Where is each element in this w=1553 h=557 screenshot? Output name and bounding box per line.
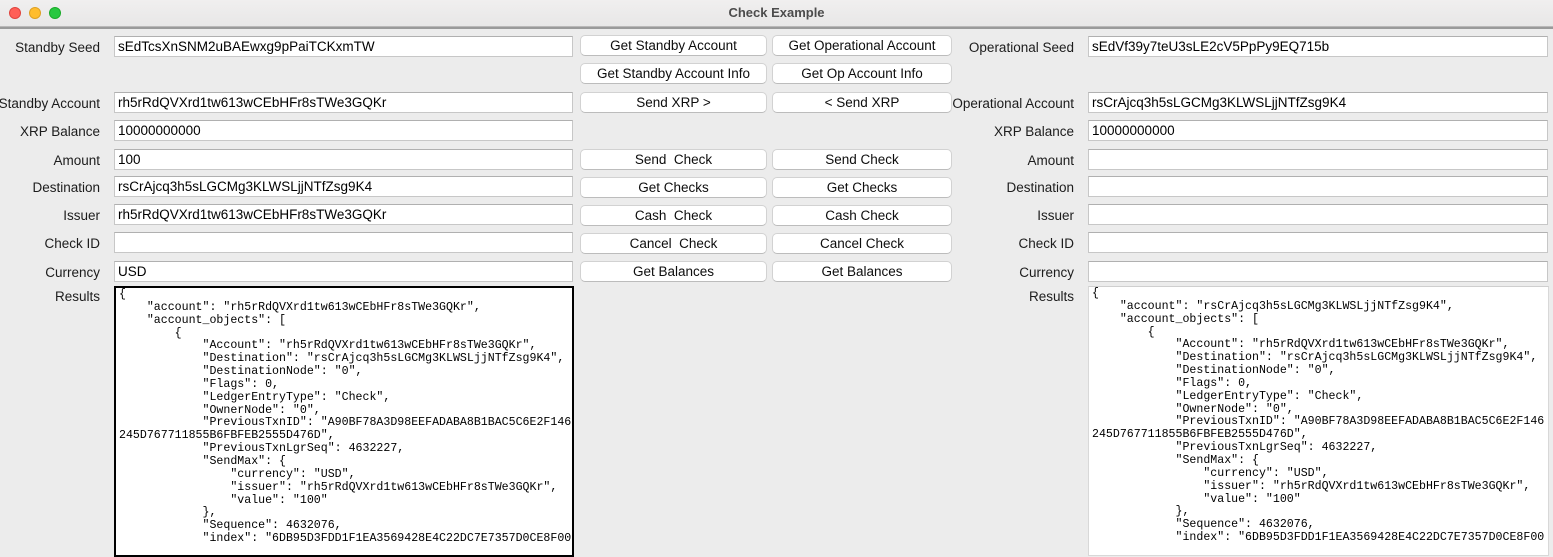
get-standby-account-button[interactable]: Get Standby Account [580,35,767,56]
operational-cash-check-button[interactable]: Cash Check [772,205,952,226]
get-operational-account-button[interactable]: Get Operational Account [772,35,952,56]
standby-issuer-input[interactable] [114,204,573,225]
operational-cancel-check-button[interactable]: Cancel Check [772,233,952,254]
label-standby-amount: Amount [53,153,100,168]
standby-seed-input[interactable] [114,36,573,57]
standby-get-balances-button[interactable]: Get Balances [580,261,767,282]
standby-check-id-input[interactable] [114,232,573,253]
standby-cancel-check-button[interactable]: Cancel Check [580,233,767,254]
label-standby-account: Standby Account [0,96,100,111]
label-operational-xrp-balance: XRP Balance [993,124,1074,139]
label-standby-seed: Standby Seed [15,40,100,55]
standby-currency-input[interactable] [114,261,573,282]
send-xrp-left-button[interactable]: < Send XRP [772,92,952,113]
standby-cash-check-button[interactable]: Cash Check [580,205,767,226]
get-op-account-info-button[interactable]: Get Op Account Info [772,63,952,84]
standby-send-check-button[interactable]: Send Check [580,149,767,170]
get-standby-account-info-button[interactable]: Get Standby Account Info [580,63,767,84]
main-panel: Standby Seed Standby Account XRP Balance… [0,27,1553,557]
operational-xrp-balance-input[interactable] [1088,120,1548,141]
label-standby-currency: Currency [45,265,100,280]
operational-issuer-input[interactable] [1088,204,1548,225]
label-standby-xrp-balance: XRP Balance [19,124,100,139]
operational-amount-input[interactable] [1088,149,1548,170]
standby-xrp-balance-input[interactable] [114,120,573,141]
label-operational-destination: Destination [1006,180,1074,195]
operational-seed-input[interactable] [1088,36,1548,57]
label-standby-check-id: Check ID [44,236,100,251]
operational-send-check-button[interactable]: Send Check [772,149,952,170]
operational-check-id-input[interactable] [1088,232,1548,253]
operational-get-balances-button[interactable]: Get Balances [772,261,952,282]
label-standby-results: Results [54,289,100,304]
operational-destination-input[interactable] [1088,176,1548,197]
standby-destination-input[interactable] [114,176,573,197]
label-operational-results: Results [1028,289,1074,304]
traffic-light-buttons [9,7,61,19]
label-operational-check-id: Check ID [1018,236,1074,251]
standby-results-textarea[interactable]: { "account": "rh5rRdQVXrd1tw613wCEbHFr8s… [114,286,574,557]
label-operational-issuer: Issuer [1037,208,1074,223]
operational-account-input[interactable] [1088,92,1548,113]
operational-get-checks-button[interactable]: Get Checks [772,177,952,198]
standby-amount-input[interactable] [114,149,573,170]
minimize-button-icon[interactable] [29,7,41,19]
close-button-icon[interactable] [9,7,21,19]
label-standby-issuer: Issuer [63,208,100,223]
label-operational-account: Operational Account [952,96,1074,111]
window-title-bar: Check Example [0,0,1553,27]
window-title: Check Example [728,5,825,20]
send-xrp-right-button[interactable]: Send XRP > [580,92,767,113]
operational-currency-input[interactable] [1088,261,1548,282]
label-operational-amount: Amount [1027,153,1074,168]
standby-account-input[interactable] [114,92,573,113]
label-operational-seed: Operational Seed [968,40,1074,55]
operational-results-textarea[interactable]: { "account": "rsCrAjcq3h5sLGCMg3KLWSLjjN… [1088,286,1549,556]
standby-get-checks-button[interactable]: Get Checks [580,177,767,198]
label-standby-destination: Destination [32,180,100,195]
zoom-button-icon[interactable] [49,7,61,19]
label-operational-currency: Currency [1019,265,1074,280]
